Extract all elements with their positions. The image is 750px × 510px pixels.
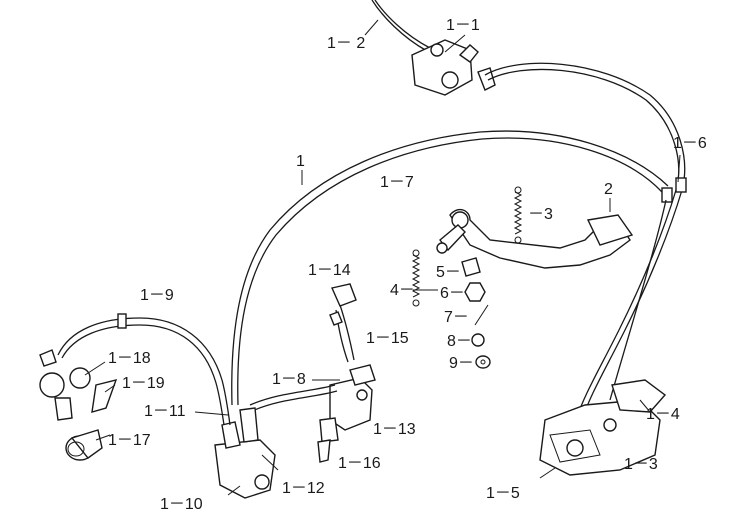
label-1-16: 1－16 [338,455,381,472]
brake-switch [329,283,357,363]
label-1-10: 1－10 [160,496,203,510]
label-1-15: 1－15 [366,330,409,347]
label-1-12: 1－12 [282,480,325,497]
label-1-17: 1－17 [108,432,151,449]
label-9: 9－ [449,355,474,372]
label-1-7: 1－7 [380,174,414,191]
callout-labels: 1－1 1－ 2 1－6 1 1－7 2 －3 1－14 5－ 4－ 6－ 7－… [108,17,707,510]
leader-lines [84,19,681,496]
return-spring-3 [513,186,523,244]
hose-1-8 [249,384,338,412]
label-1-3: 1－3 [624,456,658,473]
label-3: －3 [528,206,553,223]
rear-brake-caliper [539,379,667,476]
label-1-4: 1－4 [646,406,680,423]
label-1: 1 [296,153,305,170]
label-1-11: 1－11 [144,403,186,420]
brake-fluid-reservoir [39,349,118,461]
rear-master-cylinder [317,364,376,463]
front-brake-hose [484,62,687,421]
brake-pedal [436,208,634,269]
main-brake-hose [231,130,669,406]
label-7: 7－ [444,309,469,326]
small-parts-5-9 [461,257,491,369]
label-1-18: 1－18 [108,350,151,367]
label-6: 6－ [440,285,465,302]
label-4: 4－ [390,282,415,299]
label-8: 8－ [447,333,472,350]
hose-1-9 [57,313,231,426]
label-1-8: 1－8 [272,371,306,388]
label-2: 2 [604,181,613,198]
label-1-1: 1－1 [446,17,480,34]
front-master-cylinder [371,0,496,96]
label-1-9: 1－9 [140,287,174,304]
label-1-19: 1－19 [122,375,165,392]
delay-valve [214,407,276,499]
label-1-5: 1－5 [486,485,520,502]
label-5: 5－ [436,264,461,281]
label-1-14: 1－14 [308,262,351,279]
label-1-2: 1－ 2 [327,35,365,52]
label-1-13: 1－13 [373,421,416,438]
label-1-6: 1－6 [673,135,707,152]
